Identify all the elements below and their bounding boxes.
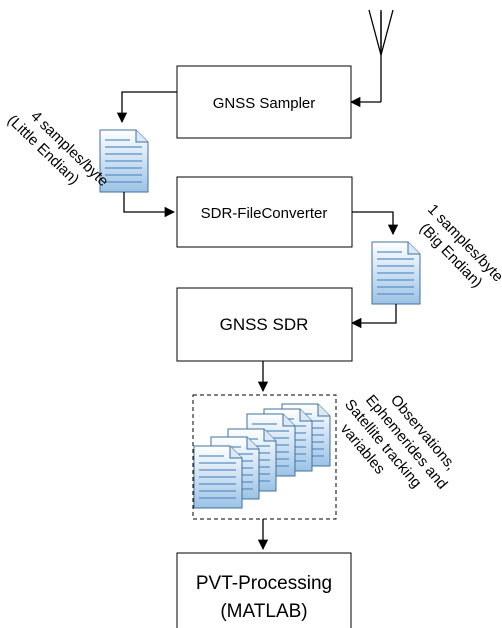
file-to-converter-line — [123, 192, 176, 218]
gnss-sampler-block: GNSS Sampler — [176, 65, 352, 139]
output-format-label: 1 samples/byte (Big Endian) — [410, 201, 502, 302]
sampler-output-line — [116, 91, 177, 124]
file-to-sdr-line — [350, 304, 397, 329]
antenna-icon — [368, 9, 394, 102]
pvt-processing-label: PVT-Processing — [196, 573, 332, 594]
pvt-matlab-label: (MATLAB) — [220, 601, 307, 622]
input-format-label: 4 samples/byte (Little Endian) — [4, 98, 115, 207]
outputs-label: Observations, Ephemerides and Satellite … — [327, 372, 468, 520]
file-converter-block: SDR-FileConverter — [176, 176, 353, 248]
file-converter-label: SDR-FileConverter — [201, 205, 328, 222]
gnss-sampler-label: GNSS Sampler — [213, 95, 316, 112]
document-stack-icon — [192, 394, 337, 520]
gnss-sdr-block: GNSS SDR — [176, 287, 353, 362]
pvt-processing-block: PVT-Processing (MATLAB) — [176, 552, 352, 628]
document-icon — [371, 241, 421, 305]
converter-output-line — [352, 211, 399, 236]
gnss-sdr-label: GNSS SDR — [220, 315, 309, 334]
